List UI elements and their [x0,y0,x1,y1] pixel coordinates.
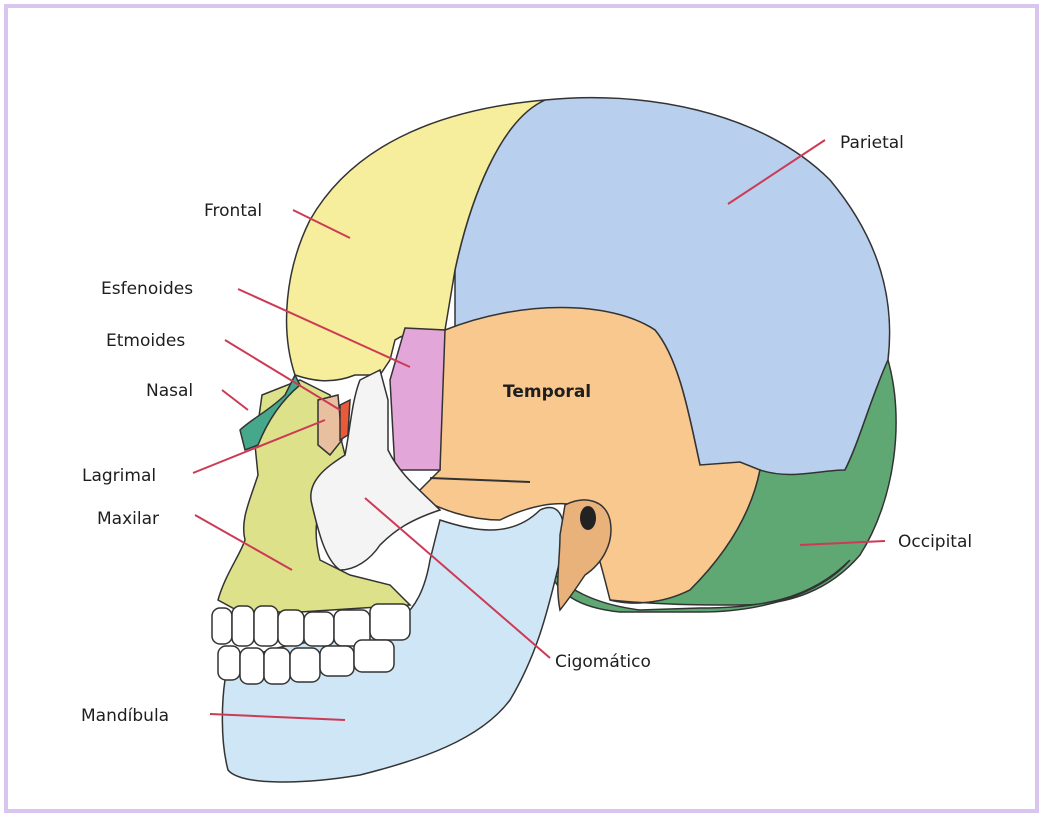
label-maxilar: Maxilar [97,509,159,529]
label-mandibula: Mandíbula [81,706,169,726]
label-nasal: Nasal [146,381,193,401]
label-cigomatico: Cigomático [555,652,651,672]
label-esfenoides: Esfenoides [101,279,193,299]
label-etmoides: Etmoides [106,331,185,351]
label-temporal: Temporal [503,382,591,402]
label-frontal: Frontal [204,201,262,221]
leader-nasal [222,390,248,410]
teeth [212,604,410,684]
etmoides-bone [340,400,350,440]
label-occipital: Occipital [898,532,972,552]
esfenoides-bone [390,328,445,470]
ear-canal [580,506,596,530]
label-parietal: Parietal [840,133,904,153]
label-lagrimal: Lagrimal [82,466,156,486]
